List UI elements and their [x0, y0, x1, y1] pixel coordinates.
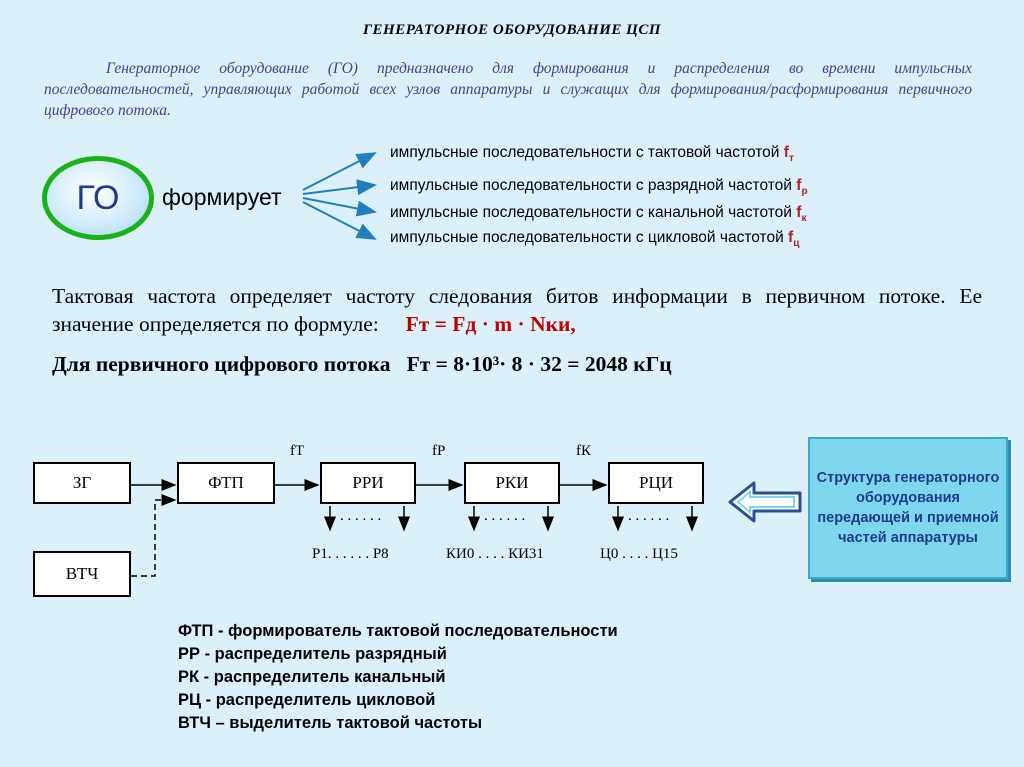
- structure-info-box: Структура генераторного оборудования пер…: [808, 437, 1008, 579]
- block-rci: РЦИ: [608, 462, 704, 504]
- legend: ФТП - формирователь тактовой последовате…: [178, 620, 618, 735]
- sequence-item: импульсные последовательности с канально…: [390, 204, 807, 225]
- intro-paragraph: Генераторное оборудование (ГО) предназна…: [44, 58, 972, 121]
- intro-text: Генераторное оборудование (ГО) предназна…: [44, 60, 972, 119]
- primary-formula: Fт = 8·10³· 8 · 32 = 2048 кГц: [406, 352, 672, 376]
- arrow-fk: [302, 197, 377, 217]
- freq-label-ft: fТ: [290, 443, 305, 459]
- clock-text: Тактовая частота определяет частоту след…: [52, 284, 982, 336]
- sequence-item: импульсные последовательности с цикловой…: [390, 229, 800, 250]
- info-box-text: Структура генераторного оборудования пер…: [816, 470, 1000, 546]
- fan-arrows: [302, 152, 377, 240]
- freq-label-fk: fК: [576, 443, 591, 459]
- block-rri: РРИ: [320, 462, 416, 504]
- block-zg: ЗГ: [33, 462, 131, 504]
- go-label: ГО: [76, 178, 120, 217]
- freq-label-fr: fР: [432, 443, 446, 459]
- legend-item: РЦ - распределитель цикловой: [178, 691, 436, 709]
- arrow-ft: [302, 152, 377, 191]
- dots-rki: . . . . . .: [484, 508, 526, 524]
- forms-label: формирует: [162, 184, 282, 210]
- legend-item: ВТЧ – выделитель тактовой частоты: [178, 714, 483, 732]
- outputs-rci: Ц0 . . . . Ц15: [600, 546, 678, 562]
- primary-label: Для первичного цифрового потока: [52, 352, 391, 376]
- clock-formula: Fт = Fд · m · Nки,: [405, 312, 576, 336]
- block-ftp: ФТП: [177, 462, 275, 504]
- arrow-fc: [302, 201, 377, 240]
- block-rki: РКИ: [464, 462, 560, 504]
- go-circle: ГО: [42, 156, 154, 240]
- block-vtch: ВТЧ: [33, 551, 131, 597]
- legend-item: РК - распределитель канальный: [178, 668, 446, 686]
- legend-item: РР - распределитель разрядный: [178, 645, 447, 663]
- legend-item: ФТП - формирователь тактовой последовате…: [178, 622, 618, 640]
- primary-stream-line: Для первичного цифрового потока Fт = 8·1…: [52, 352, 672, 377]
- clock-paragraph: Тактовая частота определяет частоту след…: [52, 282, 982, 338]
- block-diagram-wires: [131, 479, 698, 577]
- arrow-fr: [302, 179, 377, 196]
- outputs-rri: Р1. . . . . . Р8: [312, 546, 389, 562]
- page-title: ГЕНЕРАТОРНОЕ ОБОРУДОВАНИЕ ЦСП: [362, 22, 661, 38]
- sequence-item: импульсные последовательности с тактовой…: [390, 144, 794, 165]
- dots-rci: . . . . . .: [628, 508, 670, 524]
- left-arrow-icon: [728, 481, 802, 523]
- sequence-item: импульсные последовательности с разрядно…: [390, 177, 808, 198]
- dots-rri: . . . . . .: [340, 508, 382, 524]
- outputs-rki: КИ0 . . . . КИ31: [446, 546, 544, 562]
